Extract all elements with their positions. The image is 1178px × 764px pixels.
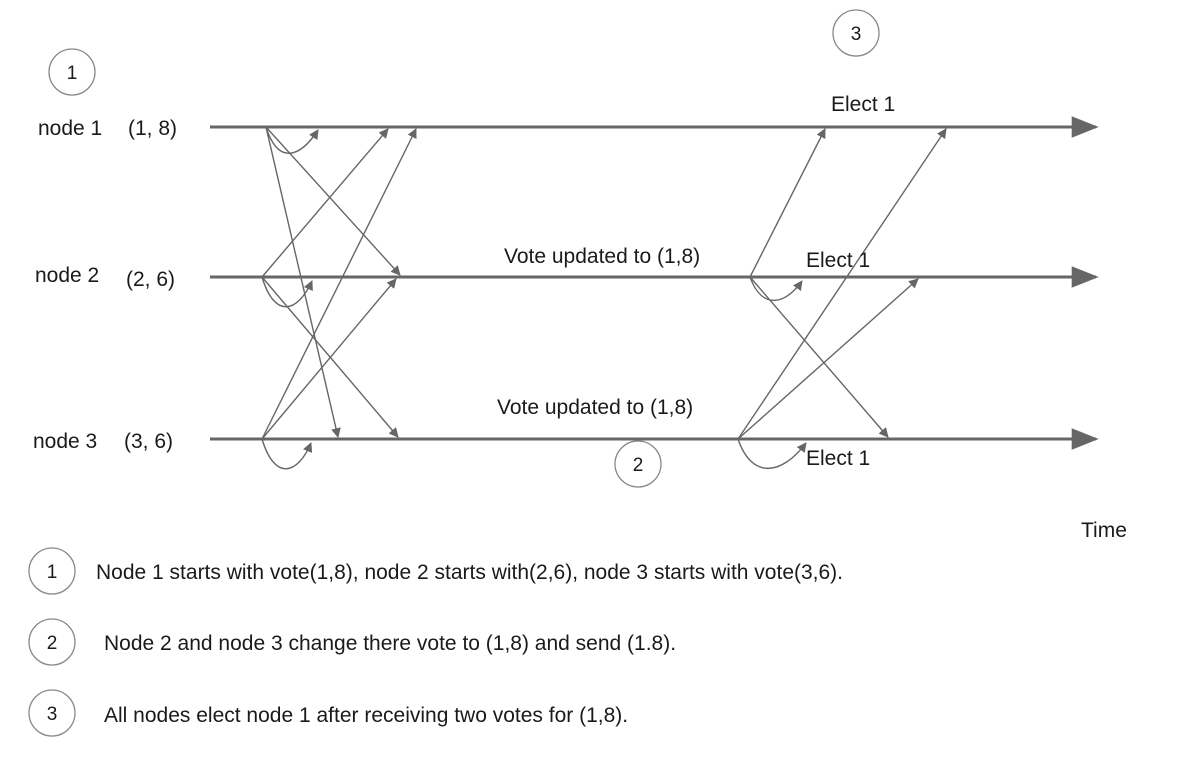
elect-node3-label: Elect 1 [806, 447, 870, 470]
legend-circle-1 [28, 547, 76, 595]
node-3-name: node 3 [33, 430, 97, 453]
message-node1-to-node2 [265, 126, 401, 276]
node-3-vote: (3, 6) [124, 430, 173, 453]
message-node1-to-node3 [265, 126, 341, 438]
legend: 1 Node 1 starts with vote(1,8), node 2 s… [28, 547, 843, 737]
legend-item-3: 3 All nodes elect node 1 after receiving… [28, 689, 628, 737]
step-marker-3-label: 3 [851, 24, 862, 45]
legend-text-2: Node 2 and node 3 change there vote to (… [104, 632, 676, 655]
elect-node2-label: Elect 1 [806, 249, 870, 272]
message-node3-to-node2 [261, 278, 397, 440]
legend-num-1: 1 [47, 562, 58, 583]
self-message2-node-2 [749, 276, 803, 302]
step-marker-3: 3 [832, 9, 880, 57]
vote-updated-node2-label: Vote updated to (1,8) [504, 245, 700, 268]
legend-circle-2 [28, 618, 76, 666]
vote-updated-node3-label: Vote updated to (1,8) [497, 396, 693, 419]
node-1-vote: (1, 8) [128, 117, 177, 140]
node-1-name: node 1 [38, 117, 102, 140]
message2-node2-to-node1 [749, 128, 826, 278]
step-marker-2: 2 [614, 440, 662, 488]
self-message-node-3 [261, 438, 313, 470]
self-message2-node-3 [737, 438, 807, 469]
message2-node3-to-node2 [737, 278, 919, 440]
node-2-vote: (2, 6) [126, 268, 175, 291]
message2-node3-to-node1 [737, 128, 947, 440]
node-2-name: node 2 [35, 264, 99, 287]
time-axis-label: Time [1081, 519, 1127, 542]
message-node3-to-node1 [261, 128, 417, 440]
message2-node2-to-node3 [749, 276, 889, 438]
legend-num-2: 2 [47, 633, 58, 654]
step-marker-2-label: 2 [633, 455, 644, 476]
step-marker-1-label: 1 [67, 63, 78, 84]
step-marker-1: 1 [48, 48, 96, 96]
self-message-node-1 [265, 126, 319, 154]
legend-text-3: All nodes elect node 1 after receiving t… [104, 704, 628, 727]
legend-item-1: 1 Node 1 starts with vote(1,8), node 2 s… [28, 547, 843, 595]
message-node2-to-node1 [261, 128, 389, 278]
legend-circle-3 [28, 689, 76, 737]
legend-item-2: 2 Node 2 and node 3 change there vote to… [28, 618, 676, 666]
legend-text-1: Node 1 starts with vote(1,8), node 2 sta… [96, 561, 843, 584]
legend-num-3: 3 [47, 704, 58, 725]
elect-node1-label: Elect 1 [831, 93, 895, 116]
